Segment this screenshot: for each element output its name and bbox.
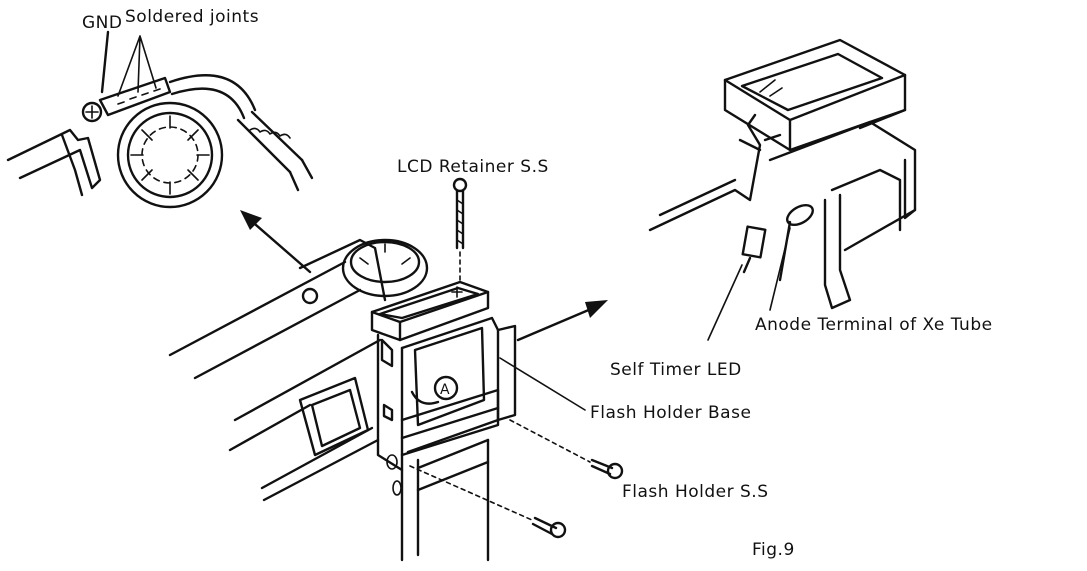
flash-holder-ss-label: Flash Holder S.S <box>622 482 769 502</box>
anode-pointer <box>769 227 791 311</box>
flash-holder-base-pointer <box>499 357 586 411</box>
gnd-pointer <box>100 30 110 94</box>
main-assembly: A <box>168 177 624 562</box>
led-pointer <box>707 264 743 341</box>
solder-pointers <box>117 35 157 97</box>
soldered-joints-label: Soldered joints <box>125 7 259 27</box>
marker-a-circle <box>433 375 459 401</box>
figure-caption: Fig.9 <box>752 540 795 560</box>
flash-holder-screw-2 <box>409 465 567 539</box>
anode-terminal-label: Anode Terminal of Xe Tube <box>755 315 993 335</box>
self-timer-led-label: Self Timer LED <box>610 360 742 380</box>
lcd-retainer-label: LCD Retainer S.S <box>397 157 549 177</box>
marker-a: A <box>440 382 450 398</box>
detail-speaker-solder: GND Soldered joints <box>6 7 314 209</box>
detail-flash-holder: Anode Terminal of Xe Tube Self Timer LED <box>610 38 993 380</box>
flash-holder-screw-1 <box>509 419 624 480</box>
flash-holder-base-label: Flash Holder Base <box>590 403 751 423</box>
arrow-to-speaker-detail <box>240 210 312 274</box>
gnd-label: GND <box>82 13 122 33</box>
arrow-to-flash-detail <box>516 300 608 342</box>
